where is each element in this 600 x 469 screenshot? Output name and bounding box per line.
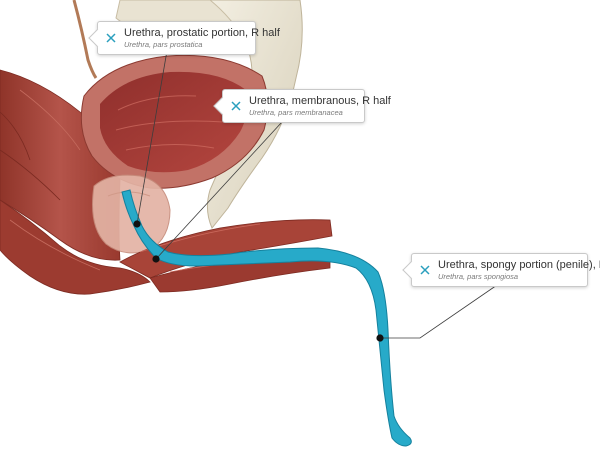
label-title: Urethra, spongy portion (penile), R half xyxy=(438,259,600,271)
pelvic-floor-muscles xyxy=(0,69,151,295)
label-latin: Urethra, pars spongiosa xyxy=(438,272,519,281)
vessel-strand xyxy=(72,0,98,79)
label-title: Urethra, membranous, R half xyxy=(249,95,391,107)
bladder xyxy=(80,54,268,189)
close-icon[interactable] xyxy=(229,99,243,113)
label-urethra-spongy[interactable]: Urethra, spongy portion (penile), R half… xyxy=(411,253,600,287)
label-latin: Urethra, pars prostatica xyxy=(124,40,203,49)
label-urethra-membranous[interactable]: Urethra, membranous, R half Urethra, par… xyxy=(222,89,391,123)
label-title: Urethra, prostatic portion, R half xyxy=(124,27,280,39)
close-icon[interactable] xyxy=(104,31,118,45)
label-latin: Urethra, pars membranacea xyxy=(249,108,343,117)
close-icon[interactable] xyxy=(418,263,432,277)
urethra[interactable] xyxy=(121,189,412,447)
label-urethra-prostatic[interactable]: Urethra, prostatic portion, R half Ureth… xyxy=(97,21,280,55)
anchor-points[interactable] xyxy=(133,220,384,342)
leader-lines xyxy=(136,44,501,339)
